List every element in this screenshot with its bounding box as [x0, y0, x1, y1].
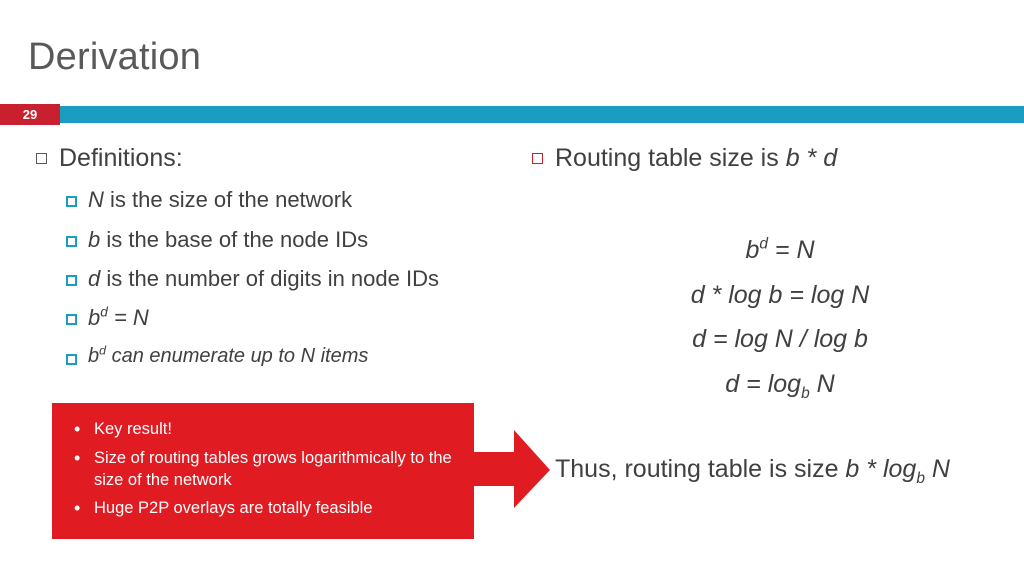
list-item-label: is the size of the network	[103, 187, 353, 212]
definitions-heading: Definitions:	[59, 144, 183, 172]
equation-line: bd = N	[560, 228, 1000, 273]
equation-rhs: N	[809, 369, 835, 398]
definitions-heading-row: Definitions:	[36, 144, 183, 173]
equation-subscript: b	[801, 384, 810, 402]
equation-block: bd = N d * log b = log N d = log N / log…	[560, 228, 1000, 406]
routing-table-size-label: Routing table size is	[555, 144, 786, 172]
conclusion-row: Thus, routing table is size b * logb N	[532, 455, 950, 487]
list-item: N is the size of the network	[66, 187, 352, 212]
callout-arrow-icon	[470, 430, 550, 508]
page-title: Derivation	[28, 36, 202, 78]
list-item: Huge P2P overlays are totally feasible	[70, 497, 460, 520]
list-item-symbol: b	[88, 227, 101, 252]
list-item-label: is the number of digits in node IDs	[100, 266, 439, 291]
key-result-callout: Key result! Size of routing tables grows…	[52, 403, 474, 539]
list-item: b is the base of the node IDs	[66, 227, 368, 252]
list-item-symbol: b	[88, 305, 101, 330]
list-item-symbol: N	[88, 187, 104, 212]
equation-line: d = log N / log b	[692, 325, 868, 353]
list-item: bd = N	[66, 305, 149, 330]
square-bullet-icon	[36, 153, 47, 164]
accent-bar	[0, 106, 1024, 123]
conclusion-label: Thus, routing table is size	[555, 455, 846, 483]
list-item-label: can enumerate up to N items	[106, 345, 369, 367]
equation-lhs: b	[745, 236, 760, 264]
square-bullet-teal-icon	[66, 196, 77, 207]
square-bullet-teal-icon	[66, 275, 77, 286]
list-item-exponent: d	[100, 304, 108, 320]
callout-list: Key result! Size of routing tables grows…	[52, 403, 474, 521]
list-item-exponent: d	[99, 343, 107, 358]
routing-table-size-formula: b * d	[785, 144, 838, 172]
list-item-label: is the base of the node IDs	[100, 227, 369, 252]
routing-table-size-row: Routing table size is b * d	[532, 144, 837, 173]
conclusion-formula: b * log	[845, 455, 917, 483]
list-item-symbol: b	[88, 345, 100, 367]
list-item: Size of routing tables grows logarithmic…	[70, 447, 460, 492]
equation-exponent: d	[759, 235, 768, 253]
square-bullet-teal-icon	[66, 354, 77, 365]
list-item: d is the number of digits in node IDs	[66, 266, 439, 291]
list-item-symbol: d	[88, 266, 101, 291]
conclusion-subscript: b	[916, 470, 925, 487]
equation-line: d = logb N	[560, 362, 1000, 407]
square-bullet-teal-icon	[66, 236, 77, 247]
equation-line: d * log b = log N	[690, 280, 870, 309]
list-item-label: = N	[107, 305, 149, 330]
equation-lhs: d = log	[725, 369, 802, 398]
slide-number-badge: 29	[0, 104, 60, 125]
list-item: bd can enumerate up to N items	[66, 343, 369, 368]
equation-rhs: = N	[767, 236, 815, 264]
list-item: Key result!	[70, 418, 460, 441]
square-bullet-teal-icon	[66, 314, 77, 325]
conclusion-formula-tail: N	[924, 455, 950, 483]
square-bullet-red-icon	[532, 153, 543, 164]
